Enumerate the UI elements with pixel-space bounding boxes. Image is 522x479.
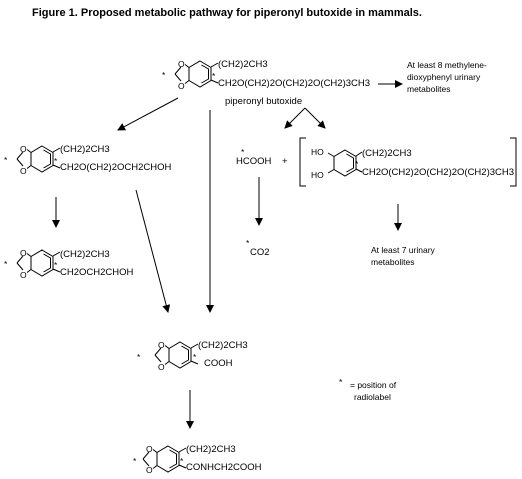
svg-text:O: O bbox=[20, 144, 27, 154]
acid-chain-alkyl: (CH2)2CH3 bbox=[198, 340, 248, 351]
glycine-amide: CONHCH2COOH bbox=[186, 462, 262, 473]
left1-chain-alkyl: (CH2)2CH3 bbox=[60, 144, 110, 155]
left-compound-2-structure: O O * * (CH2)2CH3 CH2OCH2CHOH bbox=[4, 248, 134, 280]
radiolabel-asterisk: * bbox=[133, 456, 137, 466]
radiolabel-asterisk: * bbox=[180, 456, 184, 466]
arrow-to-catechol bbox=[304, 107, 326, 129]
right-products-line1: At least 7 urinary bbox=[371, 245, 436, 255]
svg-text:O: O bbox=[146, 444, 153, 454]
left2-chain-alkyl: (CH2)2CH3 bbox=[60, 249, 110, 260]
radiolabel-asterisk: * bbox=[54, 156, 58, 166]
radiolabel-asterisk: * bbox=[246, 238, 250, 248]
radiolabel-asterisk: * bbox=[241, 147, 245, 157]
svg-text:O: O bbox=[146, 465, 153, 475]
radiolabel-asterisk: * bbox=[54, 260, 58, 270]
legend-line2: radiolabel bbox=[354, 392, 391, 402]
acid-compound-structure: O O * * (CH2)2CH3 COOH bbox=[137, 340, 248, 372]
top-chain-alkyl: (CH2)2CH3 bbox=[218, 59, 268, 70]
radiolabel-asterisk: * bbox=[193, 352, 197, 362]
left1-chain-ether: CH2O(CH2)2OCH2CHOH bbox=[60, 162, 172, 173]
ring-oxygen-bottom: O bbox=[178, 81, 185, 91]
top-right-products-line1: At least 8 methylene- bbox=[407, 60, 487, 70]
piperonyl-butoxide-structure: O O * * (CH2)2CH3 CH2O(CH2)2O(CH2)2O(CH2… bbox=[162, 59, 370, 107]
left2-chain-ether: CH2OCH2CHOH bbox=[60, 267, 134, 278]
radiolabel-asterisk: * bbox=[162, 70, 166, 80]
figure-title: Figure 1. Proposed metabolic pathway for… bbox=[32, 7, 422, 19]
radiolabel-asterisk: * bbox=[4, 155, 8, 165]
right-bracket bbox=[510, 137, 517, 187]
top-chain-ether: CH2O(CH2)2O(CH2)2O(CH2)3CH3 bbox=[218, 78, 370, 89]
glycine-conjugate-structure: O O * * (CH2)2CH3 CONHCH2COOH bbox=[133, 444, 262, 475]
co2-label: CO2 bbox=[250, 247, 270, 258]
left-compound-1-structure: O O * * (CH2)2CH3 CH2O(CH2)2OCH2CHOH bbox=[4, 144, 172, 176]
radiolabel-asterisk: * bbox=[355, 159, 359, 169]
arrow-to-left-compound bbox=[117, 97, 179, 131]
svg-text:O: O bbox=[20, 166, 27, 176]
svg-text:O: O bbox=[20, 248, 27, 258]
left-bracket bbox=[299, 137, 306, 187]
catechol-compound-structure: HO HO * (CH2)2CH3 CH2O(CH2)2O(CH2)2O(CH2… bbox=[299, 137, 517, 187]
formic-acid-label: HCOOH bbox=[236, 156, 272, 167]
top-right-products-line3: metabolites bbox=[407, 84, 450, 94]
catechol-chain-ether: CH2O(CH2)2O(CH2)2O(CH2)3CH3 bbox=[362, 167, 514, 178]
svg-text:O: O bbox=[158, 340, 165, 350]
hydroxyl-bottom: HO bbox=[311, 170, 324, 180]
compound-name-label: piperonyl butoxide bbox=[225, 96, 302, 107]
plus-sign: + bbox=[282, 156, 288, 167]
right-products-line2: metabolites bbox=[371, 257, 414, 267]
ring-oxygen-top: O bbox=[178, 59, 185, 69]
arrow-to-formic-acid bbox=[284, 107, 306, 129]
catechol-chain-alkyl: (CH2)2CH3 bbox=[362, 148, 412, 159]
legend-line1: = position of bbox=[350, 380, 397, 390]
radiolabel-asterisk: * bbox=[4, 259, 8, 269]
radiolabel-asterisk: * bbox=[137, 352, 141, 362]
radiolabel-asterisk: * bbox=[212, 71, 216, 81]
svg-text:O: O bbox=[20, 270, 27, 280]
arrow-left1-to-acid bbox=[135, 189, 171, 313]
legend-asterisk: * bbox=[339, 377, 343, 387]
hydroxyl-top: HO bbox=[311, 147, 324, 157]
top-right-products-line2: dioxyphenyl urinary bbox=[407, 72, 481, 82]
acid-carboxyl: COOH bbox=[204, 358, 233, 369]
glycine-chain-alkyl: (CH2)2CH3 bbox=[186, 444, 236, 455]
svg-text:O: O bbox=[158, 362, 165, 372]
